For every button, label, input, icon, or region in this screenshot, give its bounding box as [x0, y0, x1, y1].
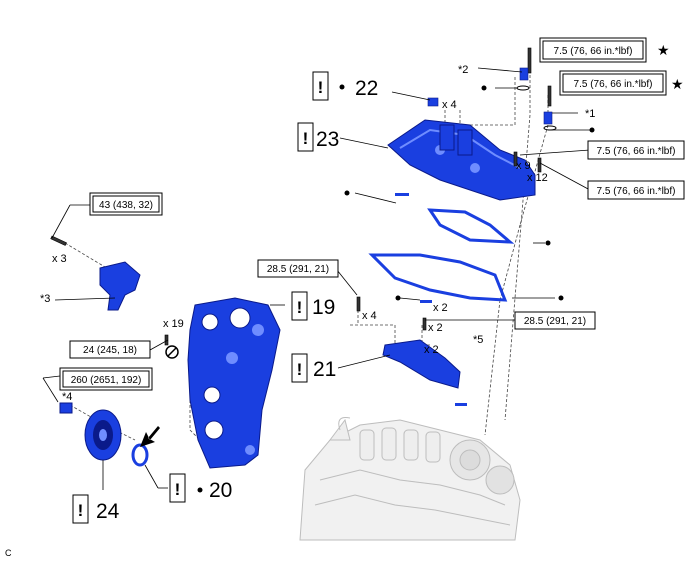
- timing-chain-cover[interactable]: [187, 297, 281, 469]
- part-22-label: 22: [355, 77, 378, 100]
- ref-2: *2: [458, 64, 468, 76]
- svg-text:!: !: [318, 78, 324, 97]
- qty-9: x 9: [516, 160, 531, 172]
- part-24-label: 24: [96, 500, 120, 523]
- torque-spec-1: 7.5 (76, 66 in.*lbf): [539, 37, 647, 63]
- torque-6-text: 28.5 (291, 21): [267, 264, 329, 275]
- qty-4: x 4: [362, 310, 377, 322]
- cylinder-head-cover[interactable]: [387, 119, 536, 201]
- do-not-reuse-icon: [165, 345, 179, 359]
- svg-text:!: !: [297, 360, 303, 379]
- camshaft-housing-part[interactable]: [382, 339, 461, 389]
- torque-spec-6: 28.5 (291, 21): [257, 259, 339, 278]
- torque-2-text: 7.5 (76, 66 in.*lbf): [574, 79, 653, 90]
- qty-2c: x 2: [424, 344, 439, 356]
- callout-19: ! 19: [291, 291, 335, 321]
- ref-4: *4: [62, 391, 72, 403]
- qty-12: x 12: [527, 172, 548, 184]
- torque-1-text: 7.5 (76, 66 in.*lbf): [554, 46, 633, 57]
- svg-text:!: !: [297, 298, 303, 317]
- head-cover-gasket-inner: [427, 208, 515, 244]
- blue-fasteners: [427, 67, 553, 125]
- ref-5: *5: [473, 334, 483, 346]
- crankshaft-pulley[interactable]: [84, 409, 122, 461]
- callout-23: ! 23: [297, 122, 339, 152]
- torque-9-text: 260 (2651, 192): [71, 375, 142, 386]
- pulley-bolt: [59, 402, 73, 414]
- ref-3: *3: [40, 293, 50, 305]
- qty-2a: x 2: [433, 302, 448, 314]
- torque-spec-3: 7.5 (76, 66 in.*lbf): [587, 140, 685, 160]
- torque-5-text: 43 (438, 32): [99, 200, 153, 211]
- engine-block-illustration: [299, 417, 521, 541]
- callout-20: ! 20: [169, 473, 232, 503]
- engine-mount-bracket[interactable]: [99, 261, 141, 311]
- callout-21: ! 21: [291, 353, 336, 383]
- torque-spec-4: 7.5 (76, 66 in.*lbf): [587, 180, 685, 200]
- leader-lines: [42, 67, 591, 490]
- svg-text:!: !: [78, 501, 84, 520]
- bolts: [50, 47, 552, 346]
- oil-seal: [131, 443, 149, 467]
- part-20-label: 20: [209, 479, 232, 502]
- qty-2b: x 2: [428, 322, 443, 334]
- torque-spec-9: 260 (2651, 192): [59, 367, 153, 391]
- qty-22: x 4: [442, 99, 457, 111]
- part-21-label: 21: [313, 358, 336, 381]
- callout-24: ! 24: [72, 494, 120, 524]
- qty-3: x 3: [52, 253, 67, 265]
- callout-22: ! 22: [312, 71, 378, 101]
- star-icon-2: ★: [671, 76, 684, 92]
- torque-7-text: 28.5 (291, 21): [524, 316, 586, 327]
- star-icon-1: ★: [657, 42, 670, 58]
- torque-spec-5: 43 (438, 32): [89, 192, 163, 216]
- svg-text:!: !: [175, 480, 181, 499]
- part-19-label: 19: [312, 296, 335, 319]
- ref-1: *1: [585, 108, 595, 120]
- torque-spec-2: 7.5 (76, 66 in.*lbf): [559, 70, 667, 96]
- torque-spec-7: 28.5 (291, 21): [514, 311, 596, 330]
- install-direction-arrow: [140, 426, 160, 447]
- torque-8-text: 24 (245, 18): [83, 345, 137, 356]
- figure-code: C: [5, 548, 12, 558]
- qty-19: x 19: [163, 318, 184, 330]
- torque-4-text: 7.5 (76, 66 in.*lbf): [597, 186, 676, 197]
- torque-3-text: 7.5 (76, 66 in.*lbf): [597, 146, 676, 157]
- svg-text:!: !: [303, 129, 309, 148]
- part-23-label: 23: [316, 128, 339, 151]
- torque-spec-8: 24 (245, 18): [69, 340, 151, 359]
- head-cover-gasket-outer: [368, 253, 508, 302]
- apply-oil-bullets: [344, 85, 595, 301]
